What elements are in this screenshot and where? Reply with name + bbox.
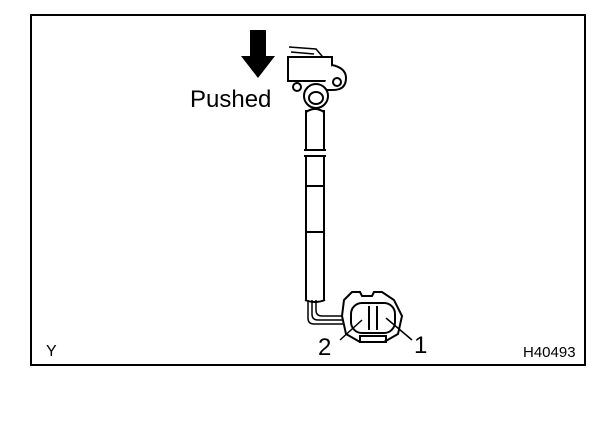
cable-sleeve [304, 108, 326, 303]
wire-harness [307, 300, 348, 325]
switch-body [287, 46, 348, 109]
connector [340, 291, 404, 343]
terminal-2-leader [339, 319, 363, 341]
corner-code: Y [46, 343, 57, 360]
figure-id: H40493 [523, 344, 576, 361]
terminal-2-label: 2 [318, 334, 332, 361]
down-arrow-icon [241, 30, 275, 78]
figure-frame [30, 14, 586, 366]
pushed-label: Pushed [190, 86, 272, 113]
terminal-1-label: 1 [414, 332, 428, 359]
terminal-1-leader [385, 317, 413, 341]
